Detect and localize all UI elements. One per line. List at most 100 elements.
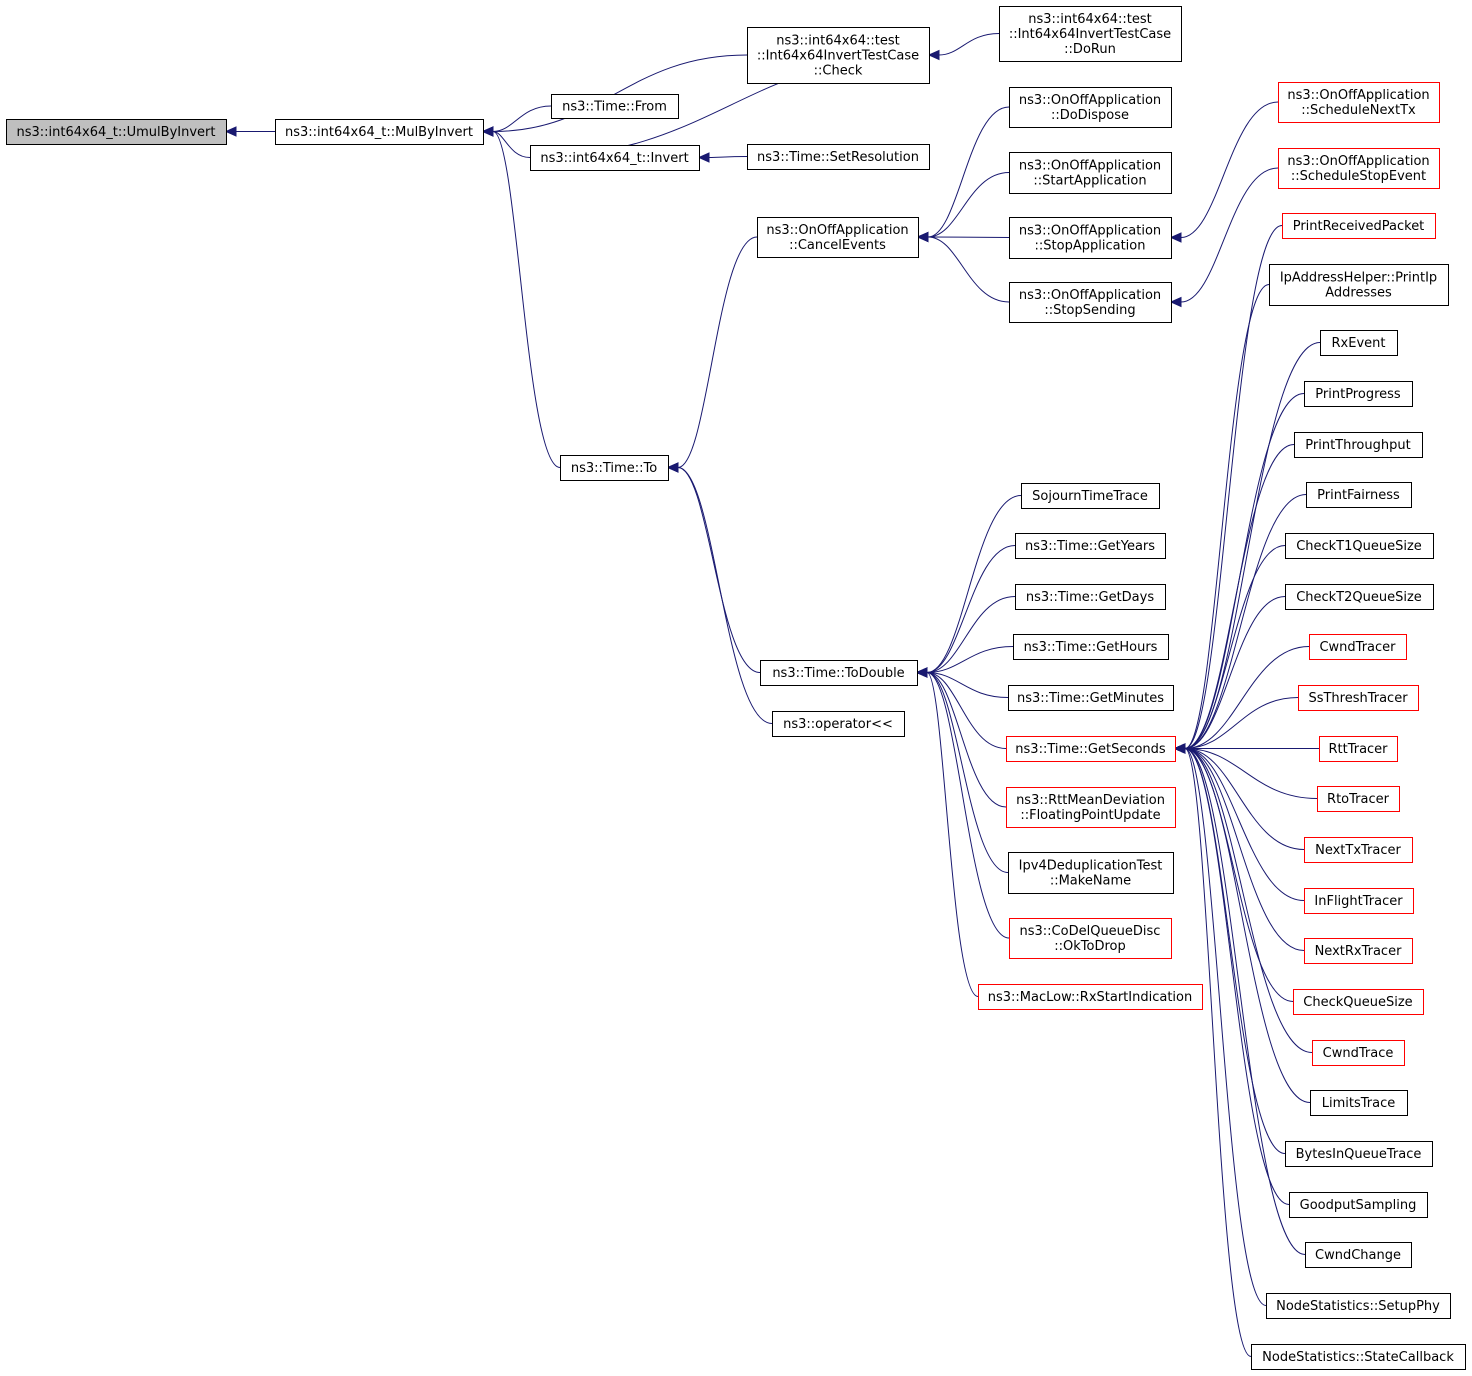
node-nodestatistics-setupphy[interactable]: NodeStatistics::SetupPhy	[1266, 1293, 1451, 1319]
node-ns3-operator[interactable]: ns3::operator<<	[772, 711, 905, 737]
node-ns3-int64x64-test-int64x64inverttestcase-dorun[interactable]: ns3::int64x64::test::Int64x64InvertTestC…	[999, 6, 1182, 62]
node-label: ::DoDispose	[1051, 108, 1129, 123]
node-box	[1320, 330, 1398, 356]
call-edge	[926, 672, 1009, 698]
node-box	[1305, 1242, 1412, 1268]
call-edge	[492, 131, 531, 158]
node-nexttxtracer[interactable]: NextTxTracer	[1304, 837, 1413, 863]
node-label: ::Check	[814, 64, 863, 79]
node-cwndtracer[interactable]: CwndTracer	[1309, 634, 1407, 660]
node-printthroughput[interactable]: PrintThroughput	[1294, 432, 1423, 458]
node-checkt1queuesize[interactable]: CheckT1QueueSize	[1285, 533, 1434, 559]
node-label: ns3::RttMeanDeviation	[1016, 793, 1165, 808]
node-ns3-time-from[interactable]: ns3::Time::From	[551, 94, 679, 119]
node-nodestatistics-statecallback[interactable]: NodeStatistics::StateCallback	[1251, 1344, 1466, 1370]
node-ns3-time-getyears[interactable]: ns3::Time::GetYears	[1015, 533, 1166, 559]
node-ns3-int64x64-test-int64x64inverttestcase-check[interactable]: ns3::int64x64::test::Int64x64InvertTestC…	[747, 27, 930, 84]
node-label: GoodputSampling	[1300, 1198, 1417, 1213]
node-ns3-onoffapplication-stopapplication[interactable]: ns3::OnOffApplication::StopApplication	[1009, 217, 1172, 259]
node-box	[1269, 264, 1449, 306]
node-label: CheckQueueSize	[1303, 995, 1412, 1010]
node-box	[1251, 1344, 1466, 1370]
node-ns3-time-getseconds[interactable]: ns3::Time::GetSeconds	[1006, 736, 1176, 762]
node-ns3-time-getminutes[interactable]: ns3::Time::GetMinutes	[1008, 685, 1174, 711]
node-bytesinqueuetrace[interactable]: BytesInQueueTrace	[1285, 1141, 1433, 1167]
call-edge	[708, 156, 748, 158]
node-ns3-rttmeandeviation-floatingpointupdate[interactable]: ns3::RttMeanDeviation::FloatingPointUpda…	[1006, 787, 1176, 828]
node-cwndtrace[interactable]: CwndTrace	[1312, 1040, 1405, 1066]
node-ns3-time-setresolution[interactable]: ns3::Time::SetResolution	[747, 144, 930, 170]
node-box	[1304, 381, 1413, 407]
node-box	[1015, 533, 1166, 559]
node-ssthreshtracer[interactable]: SsThreshTracer	[1298, 685, 1419, 711]
node-ns3-onoffapplication-cancelevents[interactable]: ns3::OnOffApplication::CancelEvents	[757, 217, 919, 258]
node-ns3-codelqueuedisc-oktodrop[interactable]: ns3::CoDelQueueDisc::OkToDrop	[1009, 918, 1172, 959]
node-box	[747, 27, 930, 84]
node-ns3-onoffapplication-schedulestopevent[interactable]: ns3::OnOffApplication::ScheduleStopEvent	[1278, 148, 1440, 189]
node-box	[530, 145, 700, 171]
node-ns3-time-gethours[interactable]: ns3::Time::GetHours	[1013, 634, 1169, 660]
node-box	[1310, 1090, 1408, 1116]
node-limitstrace[interactable]: LimitsTrace	[1310, 1090, 1408, 1116]
node-ns3-time-to[interactable]: ns3::Time::To	[560, 455, 669, 481]
call-edge	[1184, 748, 1305, 850]
node-label: ::StopApplication	[1035, 239, 1146, 254]
node-ns3-int64x64-t-mulbyinvert[interactable]: ns3::int64x64_t::MulByInvert	[275, 119, 484, 145]
node-label: ns3::CoDelQueueDisc	[1020, 924, 1161, 939]
node-ns3-onoffapplication-startapplication[interactable]: ns3::OnOffApplication::StartApplication	[1009, 152, 1172, 194]
node-printprogress[interactable]: PrintProgress	[1304, 381, 1413, 407]
node-rtotracer[interactable]: RtoTracer	[1317, 786, 1400, 812]
node-ipv4deduplicationtest-makename[interactable]: Ipv4DeduplicationTest::MakeName	[1008, 852, 1174, 894]
call-edge	[1184, 225, 1283, 749]
node-box	[1006, 787, 1176, 828]
call-edge	[1184, 748, 1313, 1053]
node-checkt2queuesize[interactable]: CheckT2QueueSize	[1285, 584, 1434, 610]
node-box	[1008, 852, 1174, 894]
node-ns3-onoffapplication-dodispose[interactable]: ns3::OnOffApplication::DoDispose	[1009, 87, 1172, 128]
node-box	[1009, 282, 1172, 323]
node-box	[1006, 736, 1176, 762]
node-ns3-maclow-rxstartindication[interactable]: ns3::MacLow::RxStartIndication	[978, 984, 1203, 1010]
node-ns3-time-getdays[interactable]: ns3::Time::GetDays	[1015, 584, 1166, 610]
call-edge	[492, 131, 561, 468]
node-inflighttracer[interactable]: InFlightTracer	[1304, 888, 1414, 914]
call-edge	[927, 236, 1010, 303]
node-label: CwndTracer	[1319, 640, 1396, 655]
node-nextrxtracer[interactable]: NextRxTracer	[1304, 938, 1413, 964]
call-edge	[1180, 101, 1279, 238]
node-ns3-onoffapplication-stopsending[interactable]: ns3::OnOffApplication::StopSending	[1009, 282, 1172, 323]
node-label: ns3::OnOffApplication	[766, 223, 908, 238]
arrowhead	[224, 126, 237, 137]
node-label: ns3::OnOffApplication	[1287, 154, 1429, 169]
node-cwndchange[interactable]: CwndChange	[1305, 1242, 1412, 1268]
node-label: ns3::MacLow::RxStartIndication	[988, 990, 1192, 1005]
node-box	[1319, 736, 1398, 762]
node-ns3-int64x64-t-invert[interactable]: ns3::int64x64_t::Invert	[530, 145, 700, 171]
node-goodputsampling[interactable]: GoodputSampling	[1289, 1192, 1428, 1218]
node-label: ns3::OnOffApplication	[1019, 288, 1161, 303]
node-rtttracer[interactable]: RttTracer	[1319, 736, 1398, 762]
node-ns3-int64x64-t-umulbyinvert[interactable]: ns3::int64x64_t::UmulByInvert	[6, 119, 227, 145]
node-printreceivedpacket[interactable]: PrintReceivedPacket	[1282, 213, 1436, 239]
call-edge	[1184, 646, 1310, 749]
node-ns3-time-todouble[interactable]: ns3::Time::ToDouble	[760, 660, 918, 686]
node-label: ::MakeName	[1050, 874, 1131, 889]
node-label: ns3::Time::GetHours	[1024, 640, 1158, 655]
node-box	[1009, 918, 1172, 959]
node-rxevent[interactable]: RxEvent	[1320, 330, 1398, 356]
call-edge	[927, 172, 1010, 238]
node-box	[1293, 989, 1424, 1015]
node-box	[1294, 432, 1423, 458]
node-checkqueuesize[interactable]: CheckQueueSize	[1293, 989, 1424, 1015]
call-edge	[492, 105, 552, 132]
node-label: ns3::int64x64::test	[1028, 12, 1152, 27]
node-sojourntimetrace[interactable]: SojournTimeTrace	[1021, 483, 1160, 509]
node-box	[760, 660, 918, 686]
node-label: CheckT1QueueSize	[1296, 539, 1422, 554]
node-printfairness[interactable]: PrintFairness	[1306, 482, 1412, 508]
node-ns3-onoffapplication-schedulenexttx[interactable]: ns3::OnOffApplication::ScheduleNextTx	[1278, 82, 1440, 123]
call-edge	[492, 54, 748, 132]
node-label: ns3::Time::GetDays	[1026, 590, 1154, 605]
